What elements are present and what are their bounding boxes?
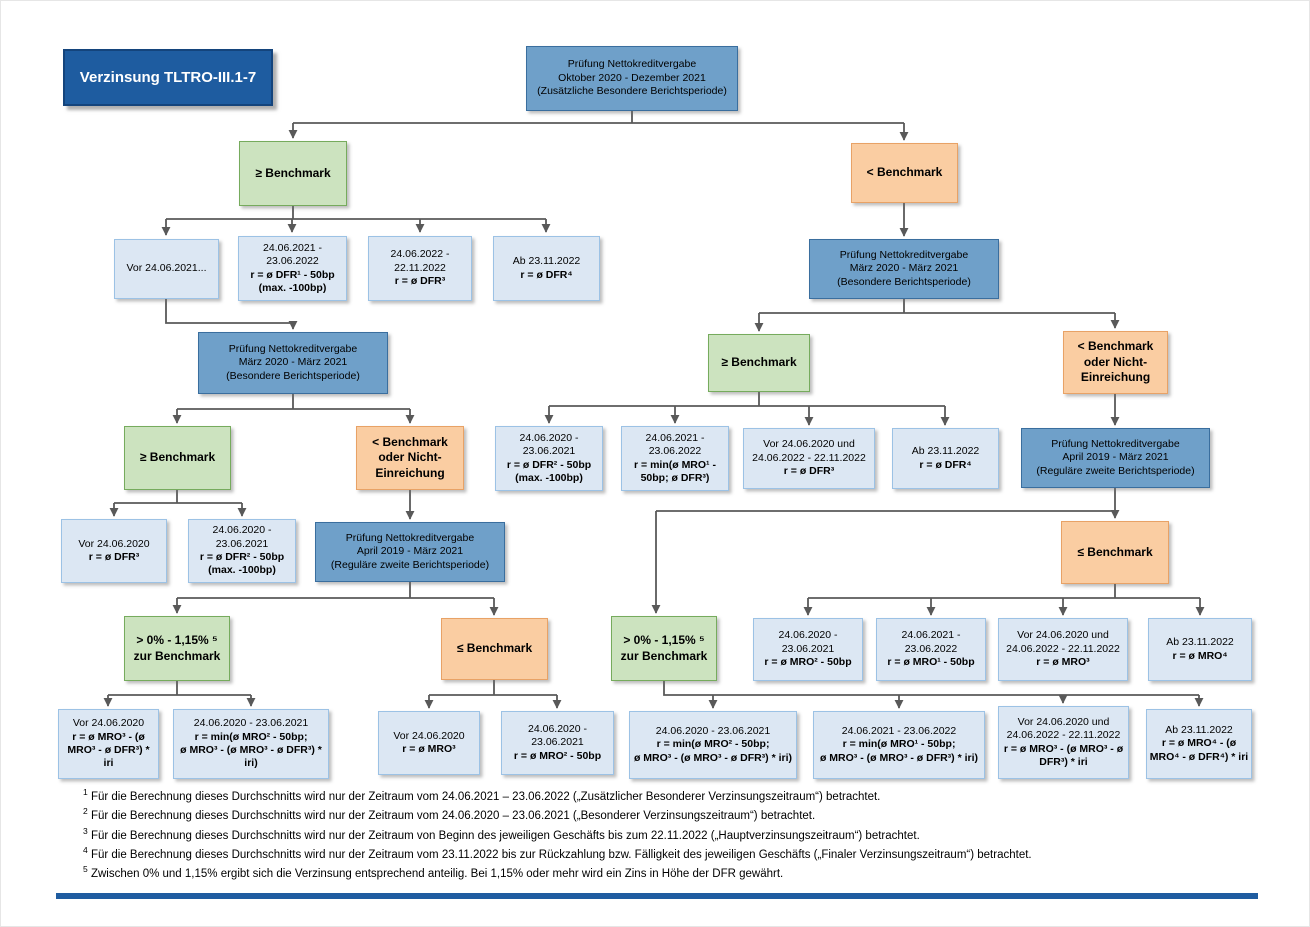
node-vor-und-2022-mro3: Vor 24.06.2020 und 24.06.2022 - 22.11.20… bbox=[998, 618, 1128, 681]
node-lt-benchmark-oder-nicht-einreichung-right: < Benchmark oder Nicht- Einreichung bbox=[1063, 331, 1168, 394]
node-2020-2021-min-mro2-iri: 24.06.2020 - 23.06.2021 r = min(ø MRO² -… bbox=[173, 709, 329, 779]
node-2020-2021-dfr2-minus-50bp: 24.06.2020 - 23.06.2021 r = ø DFR² - 50b… bbox=[188, 519, 296, 583]
node-2021-2022-min-mro1-iri: 24.06.2021 - 23.06.2022 r = min(ø MRO¹ -… bbox=[813, 711, 985, 779]
node-leq-benchmark-right: ≤ Benchmark bbox=[1061, 521, 1169, 584]
footnote-4: 4 Für die Berechnung dieses Durchschnitt… bbox=[83, 844, 1032, 861]
node-vor-24-06-2021: Vor 24.06.2021... bbox=[114, 239, 219, 299]
node-lt-benchmark-oder-nicht-einreichung-left: < Benchmark oder Nicht- Einreichung bbox=[356, 426, 464, 490]
node-2021-2022-mro1-minus-50bp: 24.06.2021 - 23.06.2022 r = ø MRO¹ - 50b… bbox=[876, 618, 986, 681]
node-vor-2020-dfr3: Vor 24.06.2020 r = ø DFR³ bbox=[61, 519, 167, 583]
footnote-3: 3 Für die Berechnung dieses Durchschnitt… bbox=[83, 825, 920, 842]
diagram-title-text: Verzinsung TLTRO-III.1-7 bbox=[79, 69, 257, 86]
node-vor-und-2022-dfr3: Vor 24.06.2020 und 24.06.2022 - 22.11.20… bbox=[743, 428, 875, 489]
node-vor-und-2022-mro3-iri: Vor 24.06.2020 und 24.06.2022 - 22.11.20… bbox=[998, 706, 1129, 779]
node-geq-benchmark-1: ≥ Benchmark bbox=[239, 141, 347, 206]
node-2022-dfr3: 24.06.2022 - 22.11.2022 r = ø DFR³ bbox=[368, 236, 472, 301]
node-ab-23-11-2022-dfr4: Ab 23.11.2022 r = ø DFR⁴ bbox=[493, 236, 600, 301]
node-ab-23-11-2022-mro4-iri: Ab 23.11.2022 r = ø MRO⁴ - (ø MRO⁴ - ø D… bbox=[1146, 709, 1252, 779]
node-ab-23-11-2022-mro4: Ab 23.11.2022 r = ø MRO⁴ bbox=[1148, 618, 1252, 681]
node-gt0-benchmark-left: > 0% - 1,15% ⁵ zur Benchmark bbox=[124, 616, 230, 681]
node-pruefung-okt2020-dez2021: Prüfung Nettokreditvergabe Oktober 2020 … bbox=[526, 46, 738, 111]
footnote-2: 2 Für die Berechnung dieses Durchschnitt… bbox=[83, 806, 816, 823]
node-2020-2021-mro2-minus-50bp: 24.06.2020 - 23.06.2021 r = ø MRO² - 50b… bbox=[501, 711, 614, 775]
node-2020-2021-min-mro2-iri-right: 24.06.2020 - 23.06.2021 r = min(ø MRO² -… bbox=[629, 711, 797, 779]
node-pruefung-maerz2020-maerz2021-right: Prüfung Nettokreditvergabe März 2020 - M… bbox=[809, 239, 999, 299]
footnotes: 1 Für die Berechnung dieses Durchschnitt… bbox=[83, 787, 1032, 884]
footnote-5: 5 Zwischen 0% und 1,15% ergibt sich die … bbox=[83, 864, 784, 881]
node-2020-2021-mro2-minus-50bp-right: 24.06.2020 - 23.06.2021 r = ø MRO² - 50b… bbox=[753, 618, 863, 681]
node-ab-23-11-2022-dfr4-right: Ab 23.11.2022 r = ø DFR⁴ bbox=[892, 428, 999, 489]
node-lt-benchmark-1: < Benchmark bbox=[851, 143, 958, 203]
node-vor-2020-mro3-iri: Vor 24.06.2020 r = ø MRO³ - (ø MRO³ - ø … bbox=[58, 709, 159, 779]
node-pruefung-april2019-maerz2021-left: Prüfung Nettokreditvergabe April 2019 - … bbox=[315, 522, 505, 582]
node-pruefung-april2019-maerz2021-right: Prüfung Nettokreditvergabe April 2019 - … bbox=[1021, 428, 1210, 488]
footnote-1: 1 Für die Berechnung dieses Durchschnitt… bbox=[83, 787, 881, 803]
node-pruefung-maerz2020-maerz2021-left: Prüfung Nettokreditvergabe März 2020 - M… bbox=[198, 332, 388, 394]
node-2021-2022-min-mro1-dfr3: 24.06.2021 - 23.06.2022 r = min(ø MRO¹ -… bbox=[621, 426, 729, 491]
node-2021-2022-dfr1-minus-50bp: 24.06.2021 - 23.06.2022 r = ø DFR¹ - 50b… bbox=[238, 236, 347, 301]
node-gt0-benchmark-right: > 0% - 1,15% ⁵ zur Benchmark bbox=[611, 616, 717, 681]
footer-rule bbox=[56, 893, 1258, 899]
node-geq-benchmark-2: ≥ Benchmark bbox=[124, 426, 231, 490]
diagram-title: Verzinsung TLTRO-III.1-7 bbox=[63, 49, 273, 106]
node-vor-2020-mro3: Vor 24.06.2020 r = ø MRO³ bbox=[378, 711, 480, 775]
node-leq-benchmark-left: ≤ Benchmark bbox=[441, 618, 548, 680]
node-2020-2021-dfr2-minus-50bp-right: 24.06.2020 - 23.06.2021 r = ø DFR² - 50b… bbox=[495, 426, 603, 491]
node-geq-benchmark-3: ≥ Benchmark bbox=[708, 334, 810, 392]
